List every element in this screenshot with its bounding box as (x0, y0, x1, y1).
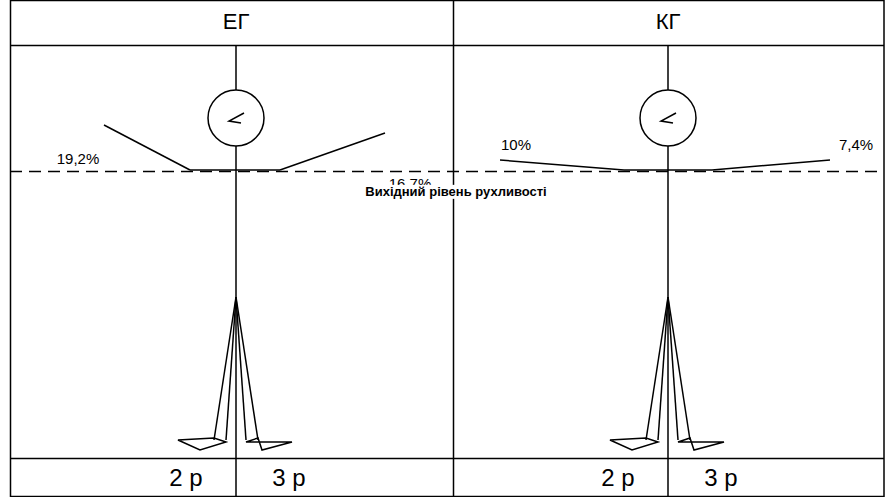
percent-label: 19,2% (55, 151, 102, 168)
footer-cell: 3 р (702, 465, 739, 491)
baseline-label: Вихідний рівень рухливості (363, 185, 548, 199)
footer-cell: 2 р (599, 465, 636, 491)
percent-label: 7,4% (837, 137, 875, 154)
panel-divider (453, 0, 455, 497)
footer-cell: 2 р (167, 465, 204, 491)
stick-figure (500, 45, 830, 497)
baseline-dashed (10, 171, 884, 173)
stick-figure (104, 45, 385, 497)
table-border (11, 1, 885, 497)
header-cell: КГ (654, 10, 683, 34)
footer-line (10, 458, 884, 460)
header-line (10, 45, 884, 47)
footer-cell: 3 р (270, 465, 307, 491)
percent-label: 10% (499, 137, 533, 154)
header-cell: ЕГ (221, 10, 252, 34)
